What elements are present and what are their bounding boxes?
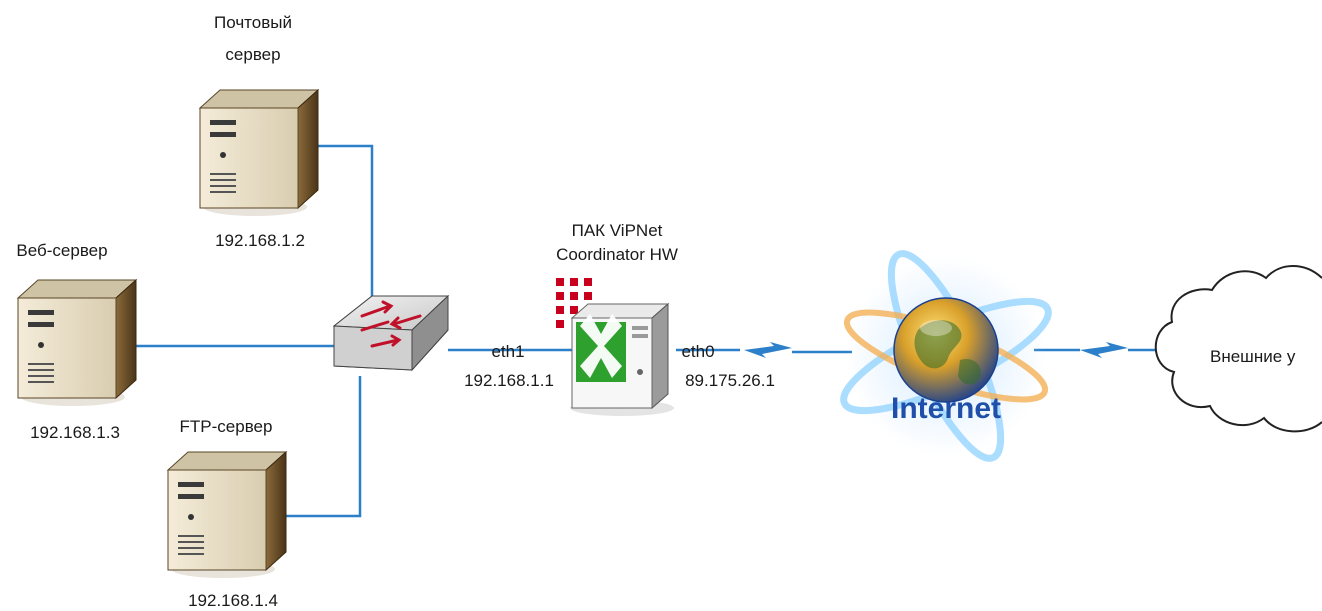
link-mail-to-switch: [312, 144, 374, 316]
vipnet-logo-icon: [556, 278, 592, 328]
network-switch-icon: [332, 294, 450, 372]
web-server-ip: 192.168.1.3: [30, 423, 120, 442]
wan-lightning-icon: [744, 342, 792, 358]
internet: Internet: [840, 250, 1052, 462]
internet-label: Internet: [891, 392, 1001, 425]
tower-server-icon: [17, 279, 137, 407]
ftp-server-title: FTP-сервер: [180, 417, 273, 436]
coordinator-title-line2: Coordinator HW: [556, 245, 678, 264]
tower-server-icon: [199, 89, 319, 217]
coordinator-eth0-label: eth0: [681, 342, 714, 361]
mail-server: Почтовый сервер 192.168.1.2: [199, 13, 319, 250]
wan-lightning-icon: [1080, 342, 1128, 358]
mail-server-ip: 192.168.1.2: [215, 231, 305, 250]
web-server: Веб-сервер 192.168.1.3: [16, 241, 137, 442]
mail-server-title-line2: сервер: [225, 45, 280, 64]
external-network: Внешние у: [1154, 265, 1322, 433]
external-label: Внешние у: [1210, 347, 1296, 366]
links: [122, 144, 1160, 518]
globe-internet-icon: [840, 250, 1052, 462]
link-ftp-to-switch: [282, 376, 362, 518]
vipnet-coordinator-icon: [570, 302, 674, 416]
coordinator-eth1-ip: 192.168.1.1: [464, 371, 554, 390]
coordinator-title-line1: ПАК ViPNet: [572, 221, 663, 240]
cloud-icon: [1154, 265, 1322, 433]
coordinator-eth1-label: eth1: [491, 342, 524, 361]
tower-server-icon: [167, 451, 287, 579]
mail-server-title-line1: Почтовый: [214, 13, 292, 32]
coordinator-eth0-ip: 89.175.26.1: [685, 371, 775, 390]
vipnet-coordinator: ПАК ViPNet Coordinator HW eth1 192.168.1…: [464, 221, 775, 416]
web-server-title: Веб-сервер: [16, 241, 107, 260]
ftp-server-ip: 192.168.1.4: [188, 591, 278, 610]
ftp-server: FTP-сервер 192.168.1.4: [167, 417, 287, 610]
